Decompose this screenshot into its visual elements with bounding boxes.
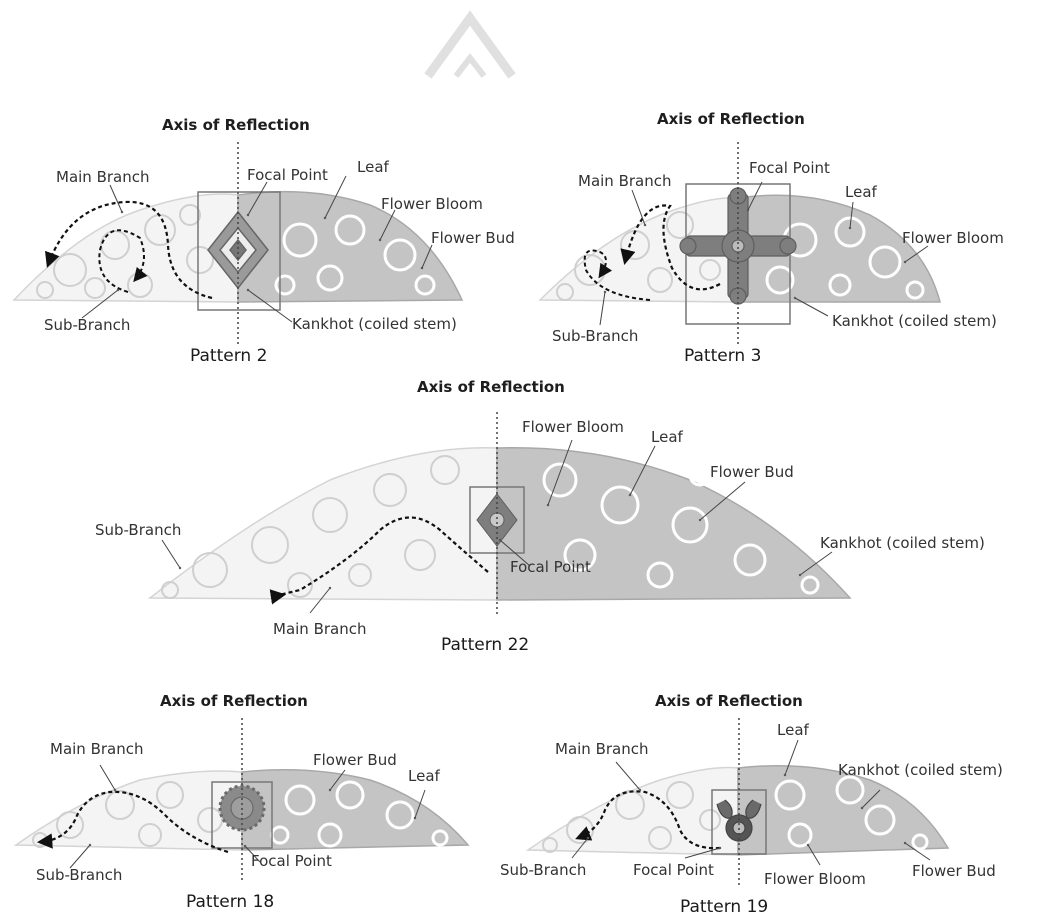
- pattern-2-label-kankhot: Kankhot (coiled stem): [292, 315, 457, 333]
- pattern-18-left-half: [16, 771, 242, 850]
- pattern-3-label-kankhot: Kankhot (coiled stem): [832, 312, 997, 330]
- pattern-22-label-sub-branch: Sub-Branch: [95, 521, 181, 539]
- pattern-18-label-sub-branch: Sub-Branch: [36, 866, 122, 884]
- pattern-3-label-main-branch: Main Branch: [578, 172, 672, 190]
- pattern-3-label-focal-point: Focal Point: [749, 159, 830, 177]
- pattern-19-title: Pattern 19: [680, 897, 768, 917]
- pattern-22-label-focal-point: Focal Point: [510, 558, 591, 576]
- pattern-22-axis-title: Axis of Reflection: [417, 378, 565, 396]
- pattern-19-label-leaf: Leaf: [777, 721, 809, 739]
- pattern-22-label-leaf: Leaf: [651, 428, 683, 446]
- pattern-19-label-flower-bud: Flower Bud: [912, 862, 996, 880]
- pattern-2-axis-title: Axis of Reflection: [162, 116, 310, 134]
- pattern-3-label-sub-branch: Sub-Branch: [552, 327, 638, 345]
- pattern-22-label-main-branch: Main Branch: [273, 620, 367, 638]
- pattern-3-label-flower-bloom: Flower Bloom: [902, 229, 1004, 247]
- roof-watermark: [428, 18, 512, 76]
- pattern-2-label-main-branch: Main Branch: [56, 168, 150, 186]
- pattern-2-title: Pattern 2: [190, 346, 267, 366]
- pattern-18-label-focal-point: Focal Point: [251, 852, 332, 870]
- pattern-18-label-leaf: Leaf: [408, 767, 440, 785]
- pattern-19-label-kankhot: Kankhot (coiled stem): [838, 761, 1003, 779]
- pattern-2-label-leaf: Leaf: [357, 158, 389, 176]
- pattern-2-label-focal-point: Focal Point: [247, 166, 328, 184]
- pattern-18-title: Pattern 18: [186, 892, 274, 912]
- pattern-19-label-focal-point: Focal Point: [633, 861, 714, 879]
- pattern-19-label-flower-bloom: Flower Bloom: [764, 870, 866, 888]
- pattern-2-label-flower-bud: Flower Bud: [431, 229, 515, 247]
- pattern-3-title: Pattern 3: [684, 346, 761, 366]
- pattern-19-label-main-branch: Main Branch: [555, 740, 649, 758]
- pattern-22-label-kankhot: Kankhot (coiled stem): [820, 534, 985, 552]
- pattern-19-label-sub-branch: Sub-Branch: [500, 861, 586, 879]
- pattern-18-label-main-branch: Main Branch: [50, 740, 144, 758]
- pattern-22-label-flower-bloom: Flower Bloom: [522, 418, 624, 436]
- pattern-18-label-flower-bud: Flower Bud: [313, 751, 397, 769]
- pattern-22-artwork: [150, 412, 850, 615]
- pattern-18-axis-title: Axis of Reflection: [160, 692, 308, 710]
- pattern-3-label-leaf: Leaf: [845, 183, 877, 201]
- pattern-2-label-flower-bloom: Flower Bloom: [381, 195, 483, 213]
- pattern-3-axis-title: Axis of Reflection: [657, 110, 805, 128]
- pattern-19-axis-title: Axis of Reflection: [655, 692, 803, 710]
- pattern-22-left-half: [150, 448, 497, 600]
- pattern-22-label-flower-bud: Flower Bud: [710, 463, 794, 481]
- pattern-22-title: Pattern 22: [441, 635, 529, 655]
- pattern-2-label-sub-branch: Sub-Branch: [44, 316, 130, 334]
